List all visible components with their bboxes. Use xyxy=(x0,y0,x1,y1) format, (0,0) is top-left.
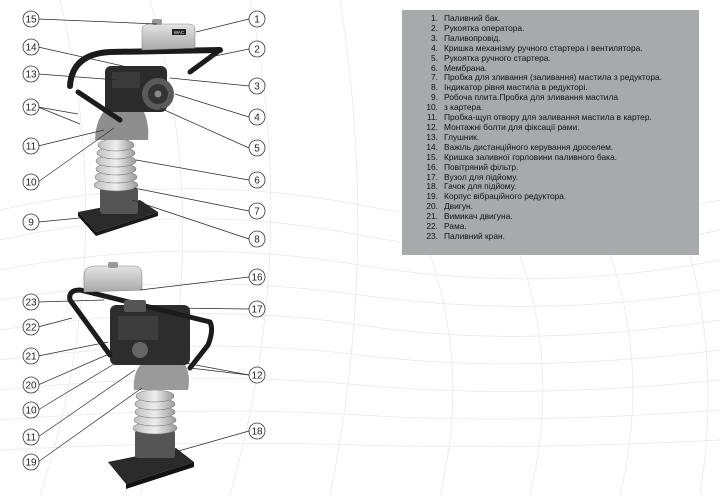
svg-text:11: 11 xyxy=(26,433,37,444)
svg-text:13: 13 xyxy=(25,70,37,81)
svg-text:7: 7 xyxy=(254,207,260,218)
callout-22: 22 xyxy=(23,319,39,335)
machine-illustrations: WAC xyxy=(0,0,400,495)
callout-9: 9 xyxy=(23,214,39,230)
callout-20: 20 xyxy=(23,377,39,393)
legend-item-text: Паливний кран. xyxy=(444,232,699,242)
svg-text:20: 20 xyxy=(25,381,37,392)
legend-item-text: Монтажні болти для фіксації рами. xyxy=(444,123,699,133)
rammer-top-view: WAC xyxy=(70,19,220,236)
callout-13: 13 xyxy=(23,66,39,82)
svg-text:11: 11 xyxy=(26,142,37,153)
callout-5: 5 xyxy=(249,140,265,156)
legend-item-text: Повітряний фільтр. xyxy=(444,163,699,173)
svg-text:14: 14 xyxy=(25,43,37,54)
callout-11-top: 11 xyxy=(23,138,39,154)
svg-text:17: 17 xyxy=(251,305,263,316)
callout-7: 7 xyxy=(249,203,265,219)
legend-item-text: Корпус вібраційного редуктора. xyxy=(444,192,699,202)
callout-1: 1 xyxy=(249,11,265,27)
callout-18: 18 xyxy=(249,423,265,439)
rammer-bottom-view xyxy=(70,262,212,489)
callout-12-bottom: 12 xyxy=(249,367,265,383)
svg-text:2: 2 xyxy=(254,45,260,56)
svg-text:21: 21 xyxy=(25,352,37,363)
svg-text:18: 18 xyxy=(251,427,263,438)
callout-17: 17 xyxy=(249,301,265,317)
callout-11-bottom: 11 xyxy=(23,429,39,445)
callout-2: 2 xyxy=(249,41,265,57)
legend-item-text: Вимикач двигуна. xyxy=(444,212,699,222)
callout-10-top: 10 xyxy=(23,174,39,190)
svg-text:23: 23 xyxy=(25,298,37,309)
svg-text:12: 12 xyxy=(251,371,263,382)
legend-item-number: 16. xyxy=(402,163,444,173)
tank-logo: WAC xyxy=(174,30,185,35)
svg-text:4: 4 xyxy=(254,113,260,124)
svg-text:8: 8 xyxy=(254,235,260,246)
svg-text:1: 1 xyxy=(254,15,260,26)
callout-21: 21 xyxy=(23,348,39,364)
callout-4: 4 xyxy=(249,109,265,125)
svg-text:12: 12 xyxy=(25,103,37,114)
svg-text:22: 22 xyxy=(25,323,37,334)
parts-legend: 1.Паливний бак.2.Рукоятка оператора.3.Па… xyxy=(402,10,699,255)
svg-text:10: 10 xyxy=(25,406,37,417)
callout-23: 23 xyxy=(23,294,39,310)
svg-text:3: 3 xyxy=(254,82,260,93)
callout-14: 14 xyxy=(23,39,39,55)
callout-8: 8 xyxy=(249,231,265,247)
legend-item: 23.Паливний кран. xyxy=(402,232,699,242)
callout-16: 16 xyxy=(249,269,265,285)
svg-text:19: 19 xyxy=(25,458,37,469)
callout-6: 6 xyxy=(249,172,265,188)
svg-text:15: 15 xyxy=(25,15,37,26)
parts-list: 1.Паливний бак.2.Рукоятка оператора.3.Па… xyxy=(402,14,699,242)
callout-10-bottom: 10 xyxy=(23,402,39,418)
callout-15: 15 xyxy=(23,11,39,27)
svg-text:10: 10 xyxy=(25,178,37,189)
legend-item-number: 23. xyxy=(402,232,444,242)
callout-12-top: 12 xyxy=(23,99,39,115)
callout-19: 19 xyxy=(23,454,39,470)
svg-text:16: 16 xyxy=(251,273,263,284)
svg-text:9: 9 xyxy=(28,218,34,229)
svg-text:6: 6 xyxy=(254,176,260,187)
callout-3: 3 xyxy=(249,78,265,94)
legend-item: 16.Повітряний фільтр. xyxy=(402,163,699,173)
svg-text:5: 5 xyxy=(254,144,260,155)
